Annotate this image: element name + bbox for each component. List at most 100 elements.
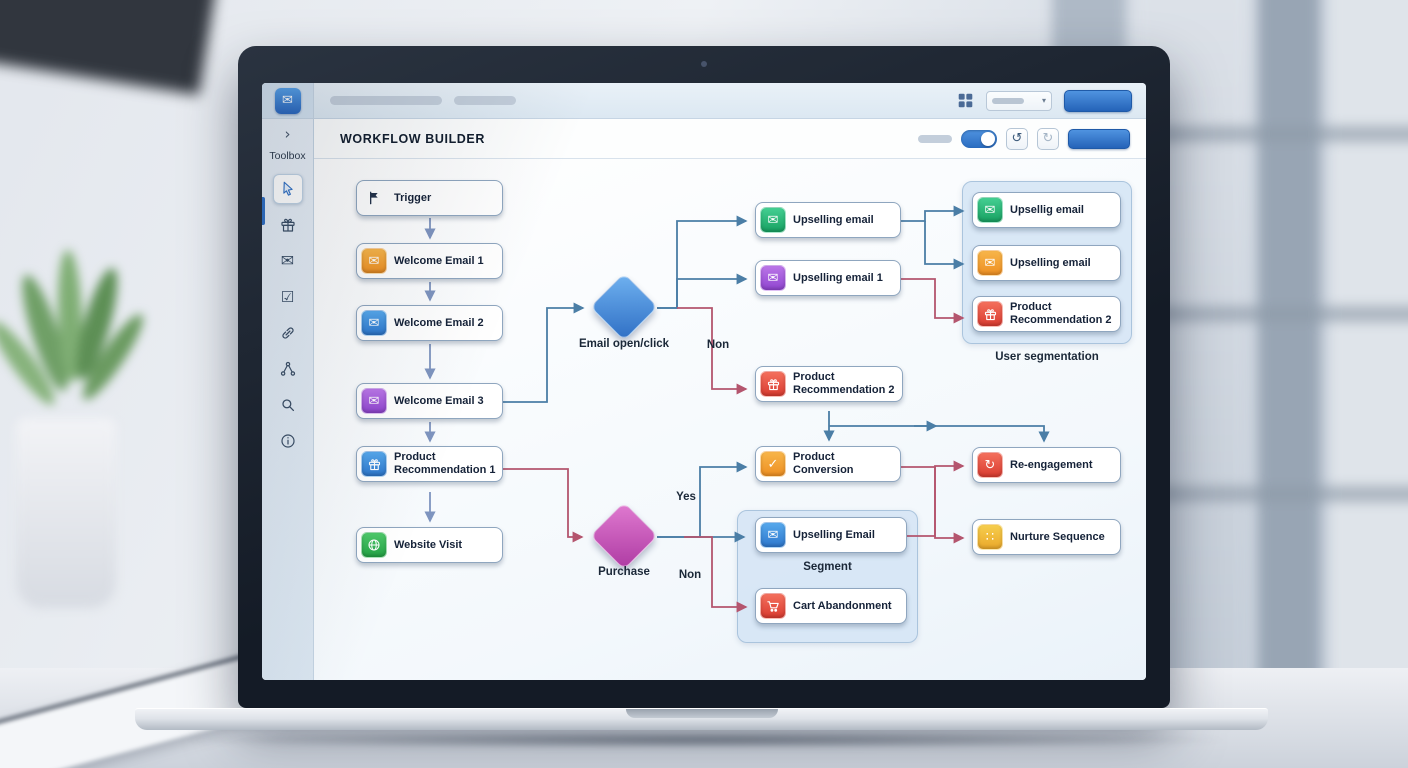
node-label: Upselling email 1	[793, 271, 883, 284]
node-trigger[interactable]: Trigger	[356, 180, 503, 216]
node-product-recommendation-1[interactable]: Product Recommendation 1	[356, 446, 503, 482]
node-label: Welcome Email 1	[394, 254, 484, 267]
node-website-visit[interactable]: Website Visit	[356, 527, 503, 563]
envelope-icon: ✉	[361, 388, 387, 414]
workflow-edges	[424, 205, 1050, 613]
laptop-base	[135, 708, 1268, 730]
group-label-user-segmentation: User segmentation	[995, 351, 1099, 363]
gift-tool-button[interactable]	[273, 210, 303, 240]
link-tool-button[interactable]	[273, 318, 303, 348]
laptop-shadow	[175, 731, 1235, 749]
gift-icon	[361, 451, 387, 477]
envelope-icon: ✉	[280, 251, 295, 270]
background-corner-shadow	[0, 0, 218, 96]
cart-icon	[760, 593, 786, 619]
sidebar-collapse-button[interactable]: ›	[284, 125, 291, 143]
node-label: Cart Abandonment	[793, 599, 892, 612]
envelope-icon: ✉	[361, 248, 387, 274]
undo-button[interactable]: ↺	[1006, 127, 1028, 150]
link-icon	[281, 327, 294, 339]
node-nurture-sequence[interactable]: ∷ Nurture Sequence	[972, 519, 1121, 555]
workflow-canvas[interactable]: Email open/click Non Purchase Yes Non Us…	[314, 159, 1146, 680]
dropdown-placeholder	[992, 97, 1024, 104]
refresh-icon: ↻	[977, 452, 1003, 478]
node-product-conversion[interactable]: ✓ Product Conversion	[755, 446, 901, 482]
envelope-icon: ✉	[977, 250, 1003, 276]
node-label: Welcome Email 2	[394, 316, 484, 329]
app-screen: ✉ ▾ › Toolbox	[262, 83, 1146, 680]
share-icon	[280, 361, 295, 376]
toolbox-sidebar: › Toolbox ✉ ☑	[262, 119, 314, 680]
workflow-header: WORKFLOW BUILDER ↺ ↻	[314, 119, 1146, 159]
cursor-icon	[282, 181, 293, 196]
node-label: Product Recommendation 2	[1010, 301, 1112, 326]
search-icon	[281, 399, 294, 412]
nav-placeholder-1	[330, 96, 442, 105]
edge-label-yes: Yes	[676, 491, 696, 503]
search-tool-button[interactable]	[273, 390, 303, 420]
app-logo-area: ✉	[262, 83, 314, 118]
envelope-icon: ✉	[361, 310, 387, 336]
node-label: Website Visit	[394, 538, 463, 551]
node-welcome-email-2[interactable]: ✉ Welcome Email 2	[356, 305, 503, 341]
node-re-engagement[interactable]: ↻ Re-engagement	[972, 447, 1121, 483]
apps-grid-icon[interactable]	[957, 92, 974, 109]
dots-icon: ∷	[977, 524, 1003, 550]
node-label: Product Recommendation 1	[394, 451, 496, 476]
toolbox-title: Toolbox	[269, 150, 306, 162]
gift-icon	[760, 371, 786, 397]
redo-button[interactable]: ↻	[1037, 127, 1059, 150]
envelope-icon[interactable]: ✉	[274, 87, 301, 114]
envelope-icon: ✉	[760, 522, 786, 548]
node-upselling-email-green[interactable]: ✉ Upselling email	[755, 202, 901, 238]
node-label: Welcome Email 3	[394, 394, 484, 407]
edge-label-non-top: Non	[706, 339, 730, 351]
node-label: Trigger	[394, 191, 432, 204]
node-product-recommendation-2-panel[interactable]: Product Recommendation 2	[972, 296, 1121, 332]
node-label: Product Recommendation 2	[793, 371, 895, 396]
check-icon: ✓	[760, 451, 786, 477]
envelope-icon: ✉	[977, 197, 1003, 223]
node-upsellig-email-panel[interactable]: ✉ Upsellig email	[972, 192, 1121, 228]
node-cart-abandonment[interactable]: Cart Abandonment	[755, 588, 907, 624]
account-dropdown[interactable]: ▾	[986, 90, 1052, 111]
edge-label-non-bottom: Non	[678, 569, 702, 581]
toggle-knob	[981, 131, 995, 146]
envelope-icon: ✉	[760, 265, 786, 291]
toggle-switch[interactable]	[961, 129, 997, 148]
group-label-segment: Segment	[803, 561, 852, 573]
chevron-down-icon: ▾	[1041, 96, 1046, 105]
header-placeholder	[918, 134, 952, 143]
header-primary-button[interactable]	[1068, 128, 1130, 149]
node-label: Re-engagement	[1010, 458, 1093, 471]
globe-icon	[361, 532, 387, 558]
node-upselling-email-1[interactable]: ✉ Upselling email 1	[755, 260, 901, 296]
decision-label-purchase: Purchase	[598, 566, 650, 578]
webcam-dot	[701, 61, 707, 67]
laptop-base-notch	[625, 709, 778, 718]
checkbox-icon: ☑	[280, 287, 295, 306]
app-top-bar: ✉ ▾	[262, 83, 1146, 119]
email-tool-button[interactable]: ✉	[273, 246, 303, 276]
decision-label-email-open: Email open/click	[578, 338, 670, 350]
node-upselling-email-panel[interactable]: ✉ Upselling email	[972, 245, 1121, 281]
branch-tool-button[interactable]	[273, 354, 303, 384]
node-label: Upselling Email	[793, 528, 875, 541]
flag-icon	[361, 185, 387, 211]
plant	[0, 249, 170, 680]
nav-placeholder-2	[454, 96, 516, 105]
appbar-primary-button[interactable]	[1064, 89, 1132, 112]
laptop-bezel: ✉ ▾ › Toolbox	[238, 46, 1170, 708]
node-welcome-email-3[interactable]: ✉ Welcome Email 3	[356, 383, 503, 419]
envelope-icon: ✉	[760, 207, 786, 233]
node-welcome-email-1[interactable]: ✉ Welcome Email 1	[356, 243, 503, 279]
select-tool-button[interactable]	[272, 174, 303, 204]
node-label: Upsellig email	[1010, 203, 1084, 216]
info-icon	[280, 434, 295, 448]
info-tool-button[interactable]	[273, 426, 303, 456]
node-upselling-email-segment[interactable]: ✉ Upselling Email	[755, 517, 907, 553]
node-product-recommendation-2[interactable]: Product Recommendation 2	[755, 366, 903, 402]
page-title: WORKFLOW BUILDER	[340, 131, 485, 146]
checkbox-tool-button[interactable]: ☑	[273, 282, 303, 312]
gift-icon	[280, 218, 295, 232]
